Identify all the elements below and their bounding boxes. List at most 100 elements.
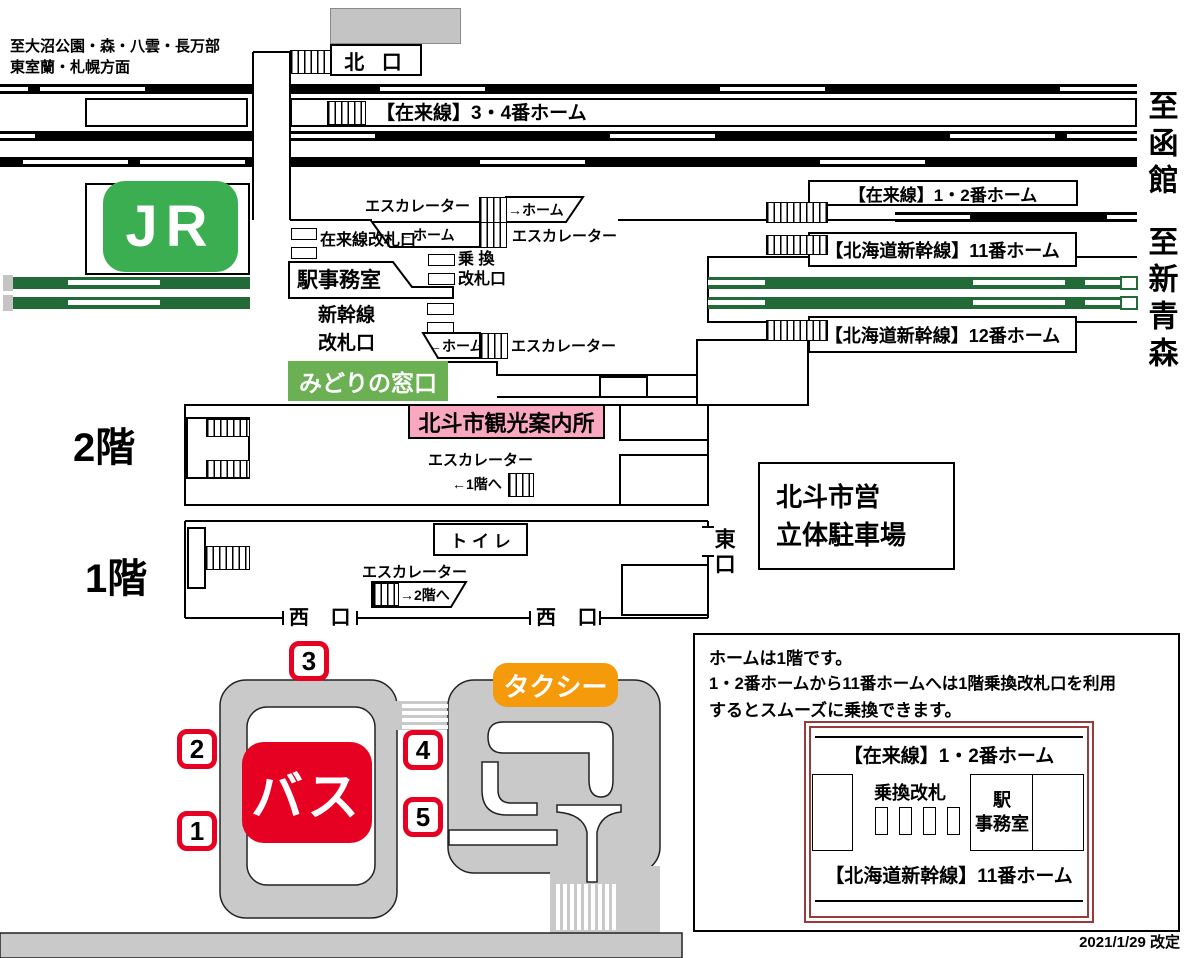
ticket-gate-icon [428,273,455,285]
stair-landing [187,527,206,589]
taxi-label: タクシー [493,663,618,707]
platform-edge-line [815,900,1083,902]
gate-icon [875,807,888,835]
bus-stop-1: 1 [177,811,217,851]
diagram-office-line2: 事務室 [975,814,1029,834]
bus-stop-number: 4 [415,734,431,765]
room-outline [599,376,648,398]
stairs-icon [205,546,250,570]
diagram-room [1032,774,1084,851]
north-exit-label: 北 口 [344,51,408,74]
ticket-gate-icon [427,303,454,315]
revision-date: 2021/1/29 改定 [1079,934,1180,951]
bus-stop-number: 5 [415,801,431,832]
midori-label: みどりの窓口 [299,370,437,396]
stairs-icon [206,460,250,478]
escalator-label: エスカレーター [428,452,534,469]
info-diagram-inner-border [809,726,1089,918]
ticket-gate-icon [291,247,317,259]
diagram-platform12-label: 【在来線】1・2番ホーム [806,741,1092,768]
taxi-label-text: タクシー [503,671,608,702]
info-line2: 1・2番ホームから11番ホームへは1階乗換改札口を利用 [709,675,1116,693]
platform34-left [85,98,248,127]
bus-label: バス [242,742,372,843]
diagram-transfer-gate-label: 乗換改札 [874,783,946,803]
crosswalk-icon [402,704,616,930]
shinkansen-gate-label-line1: 新幹線 [318,305,376,326]
parking-line1: 北斗市営 [776,482,881,512]
platform12-box: 【在来線】1・2番ホーム [808,180,1078,206]
track-end-cap [3,275,13,291]
conventional-gate-label: 在来線改札口 [320,232,417,249]
shinkansen-track [13,277,250,289]
platform-edge-line [815,736,1083,738]
diagram-office-line1: 駅 [993,790,1011,810]
escalator-icon [508,473,534,497]
shinkansen-track [708,277,1120,289]
platform12s-label: 【北海道新幹線】12番ホーム [824,325,1061,346]
stairs-icon [766,202,828,223]
info-line1: ホームは1階です。 [709,649,853,668]
room-outline [619,404,709,441]
jr-logo: JR [103,181,238,272]
west-exit-label: 西 口 [289,607,359,629]
platform12-label: 【在来線】1・2番ホーム [848,185,1038,205]
bus-label-text: バス [250,769,363,827]
bus-stop-4: 4 [403,730,443,770]
diagram-platform12-text: 【在来線】1・2番ホーム [843,746,1055,767]
diagram-platform11-label: 【北海道新幹線】11番ホーム [806,861,1092,888]
parking-line2: 立体駐車場 [776,520,907,550]
info-box: ホームは1階です。 1・2番ホームから11番ホームへは1階乗換改札口を利用 する… [693,633,1180,932]
escalator-icon [373,583,399,606]
midori-no-madoguchi: みどりの窓口 [288,361,448,401]
escalator-icon [479,222,507,248]
track-end-open [1120,276,1138,290]
tourist-info-box: 北斗市観光案内所 [408,404,605,439]
diagram-room [812,774,853,851]
track-line [0,157,1137,167]
station-office-outline [288,261,454,299]
platform34-strip [290,98,1137,127]
stairs-icon [327,101,366,125]
taxi-road-slot [448,829,558,846]
stairs-icon [766,235,828,255]
platform11-label: 【北海道新幹線】11番ホーム [825,240,1060,261]
to-floor2-label: →2階へ [400,587,450,603]
diagram-platform11-text: 【北海道新幹線】11番ホーム [825,866,1073,887]
bus-stop-2: 2 [177,729,217,769]
ticket-gate-icon [291,228,317,240]
bus-stop-number: 3 [301,645,317,676]
caption-line2: 東室蘭・札幌方面 [10,59,131,76]
ticket-gate-icon [428,254,455,266]
info-diagram: 【在来線】1・2番ホーム 乗換改札 駅 事務室 【北海道新幹線】11番ホーム [804,721,1094,923]
stairs-icon [290,50,331,74]
taxi-island [481,761,538,816]
transfer-gate-label-line2: 改札口 [458,271,507,288]
track-line [895,212,1137,222]
platform11-box: 【北海道新幹線】11番ホーム [808,232,1077,267]
bottom-road [0,932,683,958]
bus-stop-5: 5 [403,797,443,837]
tourist-info-label: 北斗市観光案内所 [418,410,595,436]
escalator-label: エスカレーター [511,338,617,355]
room-outline [621,564,709,616]
floor1-label: 1階 [85,557,148,601]
gate-icon [947,807,960,835]
track-end-open [1120,296,1138,310]
bus-stop-3: 3 [289,641,329,681]
direction-hakodate: 至函館 [1143,90,1177,201]
escalator-label: エスカレーター [512,228,618,245]
toilet-box: ト イ レ [433,523,528,556]
north-exit-box: 北 口 [330,44,422,76]
info-line3: するとスムーズに乗換できます。 [709,701,962,720]
stairs-icon [766,320,828,341]
floor2-label: 2階 [73,426,136,470]
gate-icon [923,807,936,835]
track-line [0,131,1137,141]
escalator-icon [480,333,508,359]
north-building [330,8,461,44]
west-exit-label: 西 口 [536,607,606,629]
from-platform-label: ←ホーム [428,338,484,354]
east-exit-label: 東口 [712,528,736,578]
